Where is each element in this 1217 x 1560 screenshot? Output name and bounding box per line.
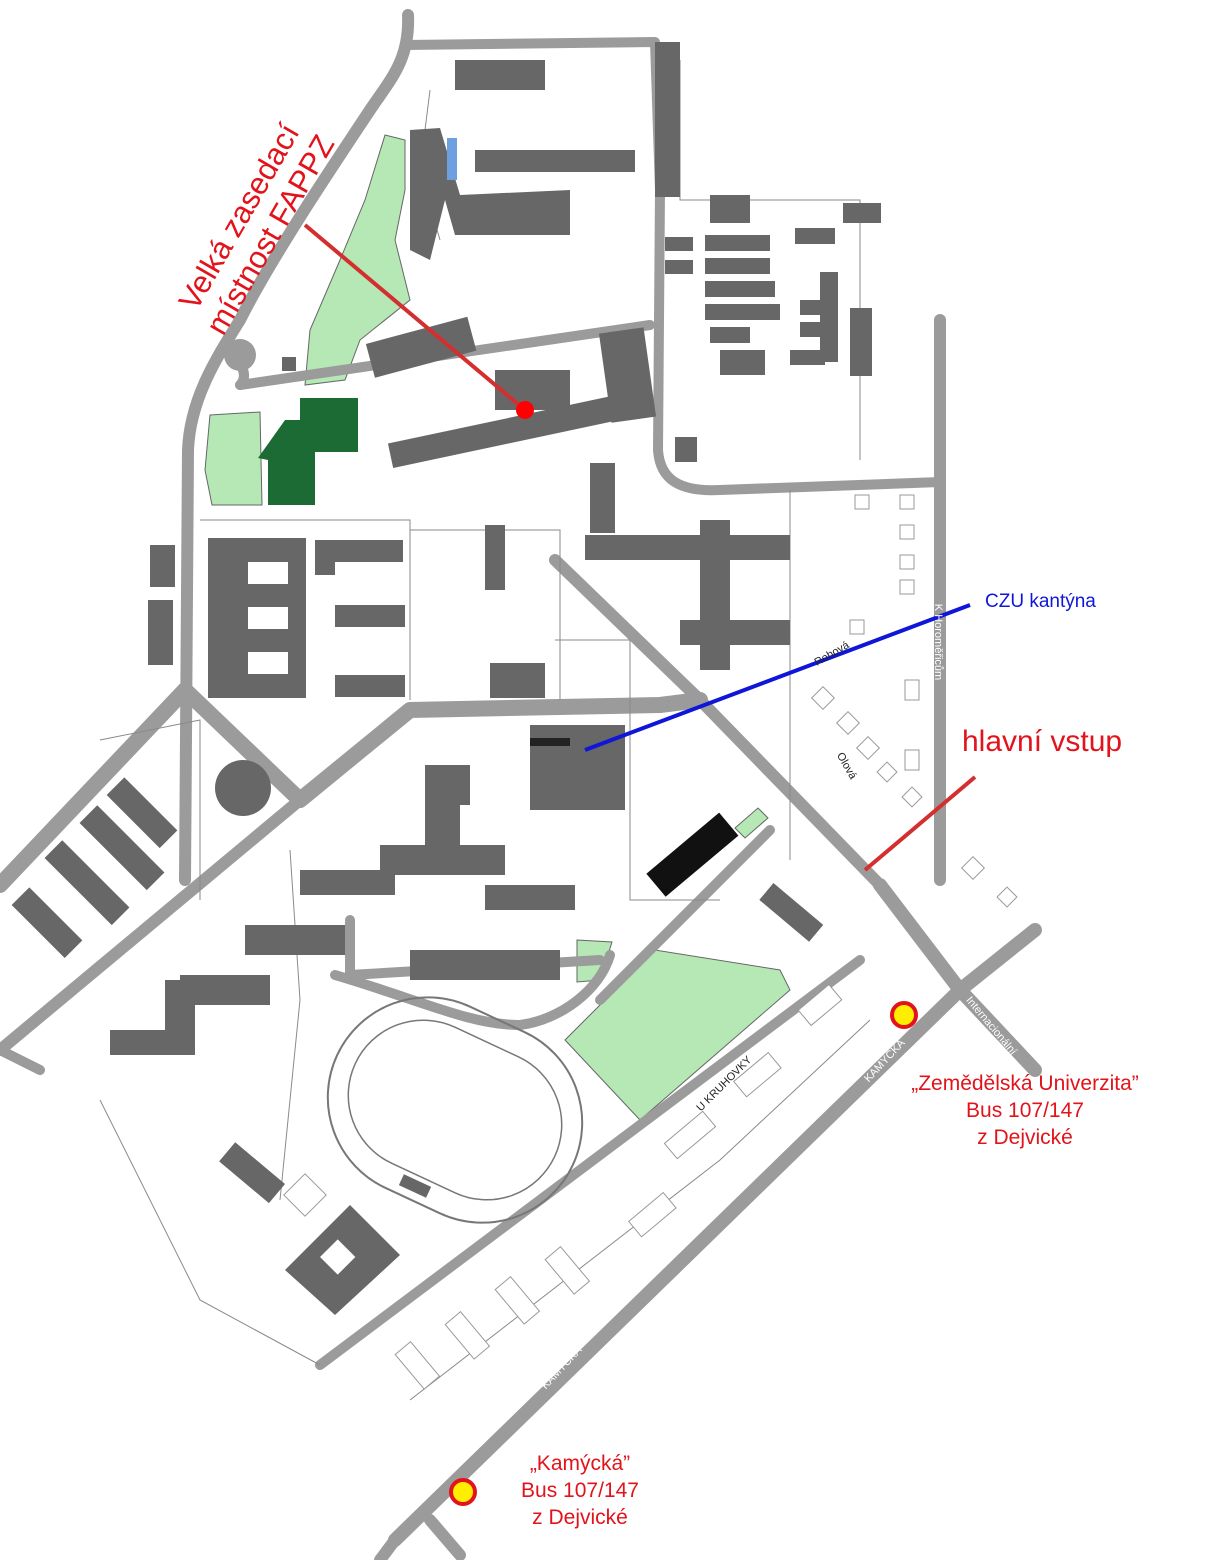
faculty-building-green — [258, 398, 358, 505]
bus-stop-line: Bus 107/147 — [966, 1099, 1084, 1122]
bus-stop-direction: z Dejvické — [977, 1126, 1073, 1149]
residential-houses — [283, 494, 1018, 1390]
street-label-k-horomericum: K Horoměřicům — [932, 603, 945, 681]
meeting-room-pointer-line — [303, 223, 527, 412]
bus-stop-kamycka-label: „Kamýcká” Bus 107/147 z Dejvické — [480, 1450, 680, 1531]
green-area-north — [304, 134, 411, 386]
bus-stop-line: Bus 107/147 — [521, 1479, 639, 1502]
green-patch-2 — [734, 807, 769, 839]
bus-stop-direction: z Dejvické — [532, 1506, 628, 1529]
canteen-pointer-line — [584, 603, 971, 752]
main-entrance-label: hlavní vstup — [962, 725, 1123, 758]
buildings — [11, 42, 881, 1315]
stadium — [326, 996, 584, 1224]
bus-stop-zemedelska-label: „Zemědělská Univerzita” Bus 107/147 z De… — [885, 1070, 1165, 1151]
bus-stop-name: „Zemědělská Univerzita” — [911, 1072, 1139, 1095]
main-entrance-pointer-line — [863, 775, 977, 872]
roads — [0, 9, 1042, 1560]
meeting-room-marker[interactable] — [516, 401, 534, 419]
bus-stop-name: „Kamýcká” — [529, 1452, 631, 1475]
canteen-label: CZU kantýna — [985, 591, 1096, 612]
bus-stop-kamycka[interactable] — [449, 1478, 477, 1506]
green-parking-west — [204, 411, 263, 506]
bus-stop-zemedelska-univerzita[interactable] — [890, 1001, 918, 1029]
